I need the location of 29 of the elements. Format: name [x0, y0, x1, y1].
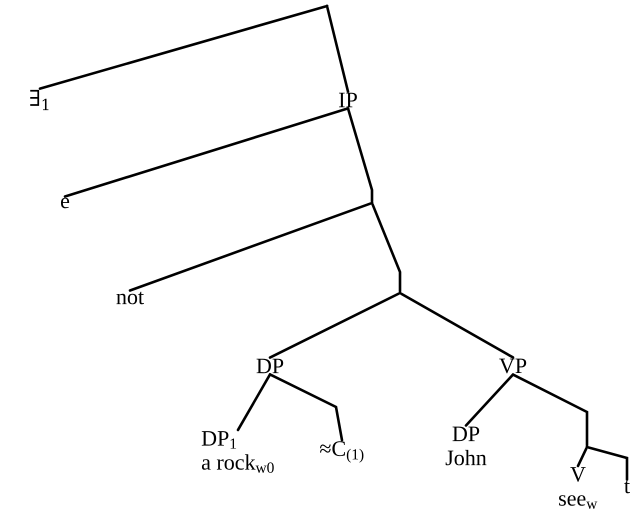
tree-label: IP [339, 92, 357, 108]
tree-label: t [624, 480, 630, 494]
branch-point [398, 292, 402, 294]
tree-label: ≈C$_{(1)}$ [320, 441, 364, 463]
tree-branch [64, 107, 350, 198]
tree-label: not [116, 292, 144, 304]
tree-branch [268, 292, 400, 359]
tree-branch [268, 373, 344, 442]
tree-label: ∃$_{1}$ [30, 90, 48, 110]
tree-label: DP$_{1}$ a rock$_{w0}$ [202, 431, 274, 473]
tree-branch [346, 107, 374, 203]
tree-branch [400, 292, 514, 359]
tree-branch [512, 373, 588, 447]
branch-point [326, 4, 328, 8]
tree-branch [587, 446, 628, 481]
tree-branch [576, 447, 588, 468]
tree-branch [464, 373, 514, 427]
tree-branch [236, 373, 272, 432]
tree-branch [38, 5, 327, 90]
tree-label: e [61, 198, 70, 208]
tree-label: DP John [446, 426, 486, 466]
tree-branch [326, 6, 350, 93]
branch-point [370, 202, 374, 204]
branch-point [586, 446, 588, 448]
tree-label: DP [256, 358, 284, 374]
tree-label: V see$_{w}$ [559, 467, 598, 509]
tree-branch [128, 202, 372, 292]
tree-branch [371, 203, 402, 293]
tree-label: VP [499, 358, 526, 374]
